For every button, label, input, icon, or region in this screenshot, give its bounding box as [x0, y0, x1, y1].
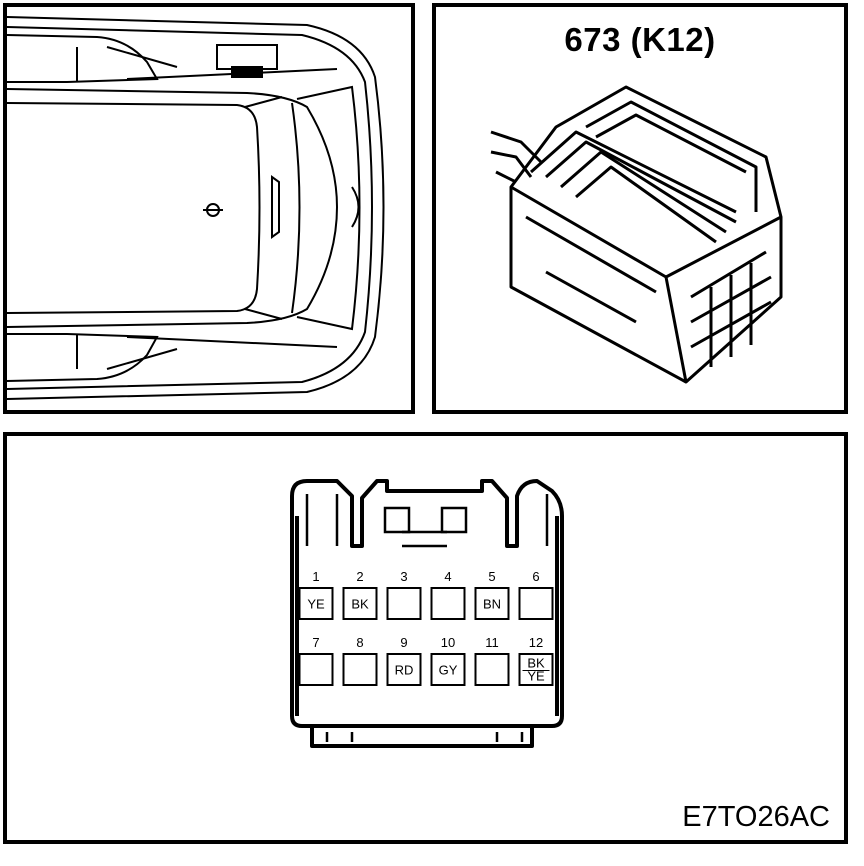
pin-wire-color-2: BK	[351, 597, 369, 612]
pin-number-12: 12	[529, 635, 543, 650]
pin-cavity-3	[386, 587, 422, 620]
pin-number-1: 1	[312, 569, 319, 584]
pin-cavity-8	[342, 653, 378, 686]
pin-number-8: 8	[356, 635, 363, 650]
pin-cavity-1	[298, 587, 334, 620]
pin-cavity-6	[518, 587, 554, 620]
pin-number-7: 7	[312, 635, 319, 650]
pin-number-11: 11	[485, 635, 499, 650]
pin-number-6: 6	[532, 569, 539, 584]
vehicle-top-view	[7, 16, 385, 400]
pin-cavity-11	[474, 653, 510, 686]
pin-cavity-9	[386, 653, 422, 686]
connector-perspective-panel: 673 (K12)	[432, 3, 848, 414]
pin-number-4: 4	[444, 569, 451, 584]
pin-cavity-10	[430, 653, 466, 686]
vehicle-location-panel	[3, 3, 415, 414]
pin-number-10: 10	[441, 635, 455, 650]
pin-wire-color-10: GY	[439, 663, 458, 678]
pin-wire-color-5: BN	[483, 597, 501, 612]
pin-number-3: 3	[400, 569, 407, 584]
pin-cavity-2	[342, 587, 378, 620]
pin-cavity-7	[298, 653, 334, 686]
pin-wire-color-12: YE	[527, 669, 545, 684]
pin-cavity-5	[474, 587, 510, 620]
pin-number-9: 9	[400, 635, 407, 650]
pin-cavity-12	[518, 653, 554, 686]
pin-wire-color-12: BK	[527, 656, 545, 671]
pin-wire-color-9: RD	[395, 663, 414, 678]
pin-cavity-4	[430, 587, 466, 620]
pin-wire-color-1: YE	[307, 597, 325, 612]
pin-number-2: 2	[356, 569, 363, 584]
reference-code: E7TO26AC	[682, 801, 830, 833]
pin-number-5: 5	[488, 569, 495, 584]
connector-title: 673 (K12)	[564, 21, 716, 58]
connector-3d-illustration	[490, 85, 783, 384]
